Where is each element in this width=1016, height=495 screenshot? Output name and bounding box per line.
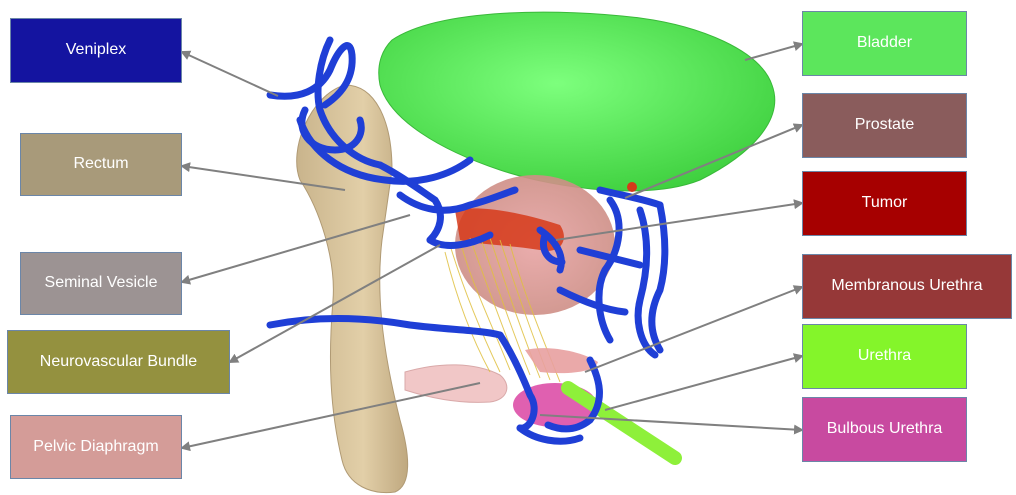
bladder-shape [379, 12, 775, 191]
label-veniplex: Veniplex [10, 18, 182, 83]
label-veniplex-text: Veniplex [66, 41, 127, 59]
label-prostate: Prostate [802, 93, 967, 158]
label-rectum: Rectum [20, 133, 182, 196]
arrow-bladder [745, 44, 802, 60]
label-tumor: Tumor [802, 171, 967, 236]
arrow-urethra [605, 356, 802, 410]
label-urethra-text: Urethra [858, 347, 911, 365]
label-neurovascular-bundle-text: Neurovascular Bundle [40, 353, 197, 371]
label-seminal-vesicle-text: Seminal Vesicle [45, 274, 158, 292]
label-bulbous-urethra: Bulbous Urethra [802, 397, 967, 462]
label-neurovascular-bundle: Neurovascular Bundle [7, 330, 230, 394]
arrow-veniplex [182, 52, 278, 96]
label-pelvic-diaphragm-text: Pelvic Diaphragm [33, 438, 158, 456]
label-bladder-text: Bladder [857, 34, 912, 52]
label-bulbous-urethra-text: Bulbous Urethra [827, 420, 943, 438]
label-rectum-text: Rectum [73, 155, 128, 173]
arrow-membranous-urethra [585, 287, 802, 372]
label-tumor-text: Tumor [862, 194, 908, 212]
label-prostate-text: Prostate [855, 116, 915, 134]
label-bladder: Bladder [802, 11, 967, 76]
label-urethra: Urethra [802, 324, 967, 389]
label-membranous-urethra: Membranous Urethra [802, 254, 1012, 319]
label-pelvic-diaphragm: Pelvic Diaphragm [10, 415, 182, 479]
label-seminal-vesicle: Seminal Vesicle [20, 252, 182, 315]
label-membranous-urethra-text: Membranous Urethra [831, 277, 982, 295]
